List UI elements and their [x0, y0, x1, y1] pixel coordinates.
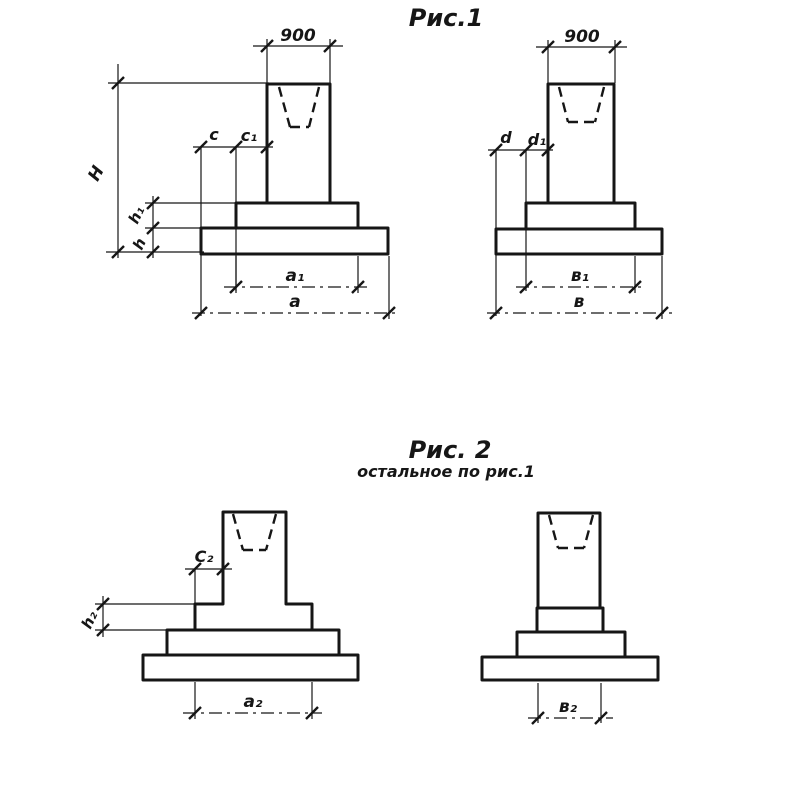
fig2-left-dim-a2: а₂ [183, 682, 322, 720]
fig2-right-upper-slab [515, 630, 627, 659]
dim-label-d: d [500, 128, 512, 147]
dimension-tick [216, 562, 230, 576]
fig2-right-section: в₂ [480, 511, 660, 725]
dimension-tick [146, 196, 160, 210]
fig1-left-pier-step [234, 201, 360, 230]
figure-2: Рис. 2 остальное по рис.1 С₂ [78, 436, 660, 725]
fig1-right-dim-b1-b: в₁ в [487, 256, 672, 320]
dimension-tick [96, 623, 110, 637]
dimension-tick [229, 280, 243, 294]
dimension-tick [541, 40, 555, 54]
dimension-tick [608, 40, 622, 54]
dim-label-a1: а₁ [286, 266, 305, 286]
fig2-right-base-slab [480, 655, 660, 682]
dim-label-a2: а₂ [244, 692, 263, 712]
dimension-tick [594, 711, 608, 725]
fig2-left-dim-c2: С₂ [185, 547, 232, 605]
fig1-left-dim-h1-h: h₁ h [125, 196, 237, 259]
fig2-left-upper-slab [165, 628, 341, 657]
dimension-tick [541, 143, 555, 157]
fig1-left-column [265, 82, 332, 205]
dimension-tick [382, 306, 396, 320]
fig1-left-section: 900 Н с с₁ [84, 26, 400, 320]
dimension-tick [305, 706, 319, 720]
dimension-tick [111, 245, 125, 259]
fig1-right-column [546, 82, 616, 205]
dimension-tick [194, 306, 208, 320]
socket-right-dashed-line [264, 513, 278, 551]
dimension-tick [188, 562, 202, 576]
dim-label-b1: в₁ [571, 266, 589, 286]
socket-left-dashed-line [557, 86, 570, 123]
socket-right-dashed-line [582, 514, 595, 549]
dim-label-a: а [289, 292, 300, 312]
dim-label-h1: h₁ [125, 203, 149, 226]
dim-label-H: Н [84, 163, 108, 185]
dim-label-d1: d₁ [528, 130, 546, 149]
dimension-tick [146, 245, 160, 259]
figure-1-title: Рис.1 [409, 4, 483, 32]
dim-label-900: 900 [280, 26, 316, 46]
dim-label-h: h [129, 235, 150, 252]
socket-left-dashed-line [547, 514, 560, 549]
fig1-left-dim-c-c1: с с₁ [193, 125, 274, 316]
fig1-right-dim-900: 900 [536, 27, 627, 83]
dimension-tick [519, 143, 533, 157]
fig1-left-dim-a1-a: а₁ а [192, 256, 400, 320]
dimension-tick [655, 306, 669, 320]
figure-2-subtitle: остальное по рис.1 [357, 462, 535, 481]
fig2-right-socket-dashed [547, 514, 595, 550]
dimension-tick [194, 140, 208, 154]
dim-label-c2: С₂ [195, 547, 214, 566]
dimension-tick [489, 143, 503, 157]
dimension-tick [260, 39, 274, 53]
socket-left-dashed-line [277, 86, 292, 128]
dimension-tick [628, 280, 642, 294]
socket-right-dashed-line [593, 86, 606, 123]
dimension-tick [96, 597, 110, 611]
dimension-tick [519, 280, 533, 294]
dimension-tick [111, 76, 125, 90]
fig2-right-dim-b2: в₂ [528, 683, 613, 725]
fig1-right-dim-d-d1: d d₁ [488, 128, 555, 316]
fig2-left-section: С₂ h₂ а₂ [78, 510, 360, 720]
socket-right-dashed-line [307, 86, 321, 128]
dim-label-b: в [574, 292, 585, 312]
figure-1: Рис.1 900 [84, 4, 672, 320]
dimension-tick [489, 306, 503, 320]
dim-label-900: 900 [564, 27, 600, 47]
figure-2-title: Рис. 2 [409, 436, 492, 464]
dimension-tick [146, 221, 160, 235]
fig2-right-column [536, 511, 602, 610]
fig1-right-pier-step [524, 201, 637, 231]
fig2-right-collar-band [535, 606, 605, 634]
fig1-right-base-slab [494, 227, 664, 256]
dim-label-h2: h₂ [78, 608, 102, 632]
dimension-tick [323, 39, 337, 53]
fig1-right-socket-dashed [557, 86, 606, 124]
fig1-right-section: 900 d d₁ в₁ [487, 27, 672, 320]
socket-left-dashed-line [231, 513, 245, 551]
dimension-tick [531, 711, 545, 725]
dimension-tick [229, 140, 243, 154]
fig2-left-base-slab [141, 653, 360, 682]
fig1-left-socket-dashed [277, 86, 321, 129]
dimension-tick [260, 140, 274, 154]
fig2-left-column-with-step [193, 510, 314, 632]
fig2-left-dim-h2: h₂ [78, 596, 196, 637]
dim-label-b2: в₂ [559, 697, 578, 717]
dimension-tick [351, 280, 365, 294]
dim-label-c: с [209, 125, 219, 144]
fig1-left-dim-900: 900 [253, 26, 343, 83]
dim-label-c1: с₁ [241, 126, 258, 145]
fig2-left-socket-dashed [231, 513, 278, 552]
dimension-tick [188, 706, 202, 720]
fig1-left-base-slab [199, 226, 390, 256]
